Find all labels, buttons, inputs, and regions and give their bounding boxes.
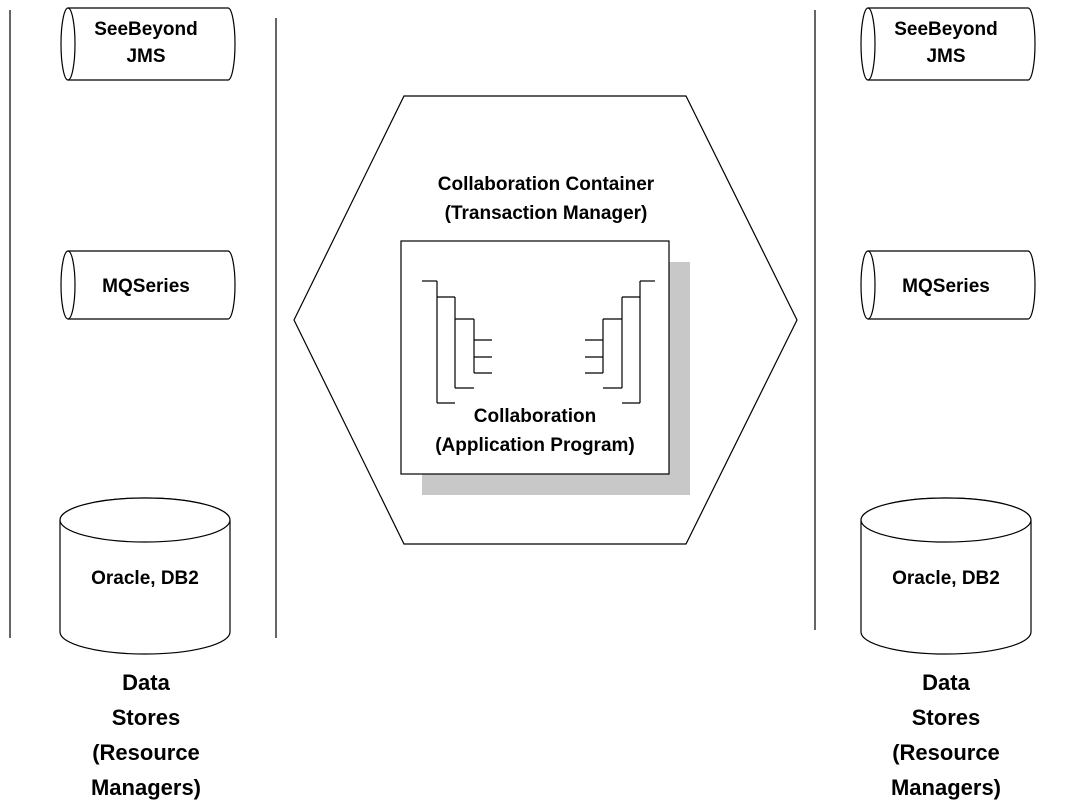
right-tree-icon <box>585 280 655 404</box>
right-mq-label: MQSeries <box>902 276 990 297</box>
left-db-label: Oracle, DB2 <box>91 568 199 589</box>
left-caption: Data Stores (Resource Managers) <box>91 670 201 800</box>
left-jms-label-line2: JMS <box>126 46 165 67</box>
collaboration-title-line1: Collaboration <box>474 406 596 427</box>
right-caption-line3: (Resource <box>892 740 1000 765</box>
collaboration-title-line2: (Application Program) <box>435 435 635 456</box>
right-jms-label-line2: JMS <box>926 46 965 67</box>
left-caption-line3: (Resource <box>92 740 200 765</box>
left-caption-line2: Stores <box>112 705 180 730</box>
left-caption-line4: Managers) <box>91 775 201 800</box>
left-caption-line1: Data <box>122 670 170 695</box>
right-db-label: Oracle, DB2 <box>892 568 1000 589</box>
right-jms-store: SeeBeyond JMS <box>860 7 1036 81</box>
left-mq-label: MQSeries <box>102 276 190 297</box>
collaboration-box <box>400 240 670 475</box>
left-jms-store: SeeBeyond JMS <box>60 7 236 81</box>
right-db-store: Oracle, DB2 <box>860 497 1032 655</box>
right-jms-label-line1: SeeBeyond <box>894 19 997 40</box>
right-caption: Data Stores (Resource Managers) <box>891 670 1001 800</box>
right-caption-line4: Managers) <box>891 775 1001 800</box>
right-caption-line1: Data <box>922 670 970 695</box>
left-mq-store: MQSeries <box>60 250 236 320</box>
right-caption-line2: Stores <box>912 705 980 730</box>
left-db-store: Oracle, DB2 <box>59 497 231 655</box>
container-title-line1: Collaboration Container <box>438 174 655 195</box>
right-mq-store: MQSeries <box>860 250 1036 320</box>
container-title-line2: (Transaction Manager) <box>445 203 648 224</box>
left-tree-icon <box>422 280 492 404</box>
left-jms-label-line1: SeeBeyond <box>94 19 197 40</box>
